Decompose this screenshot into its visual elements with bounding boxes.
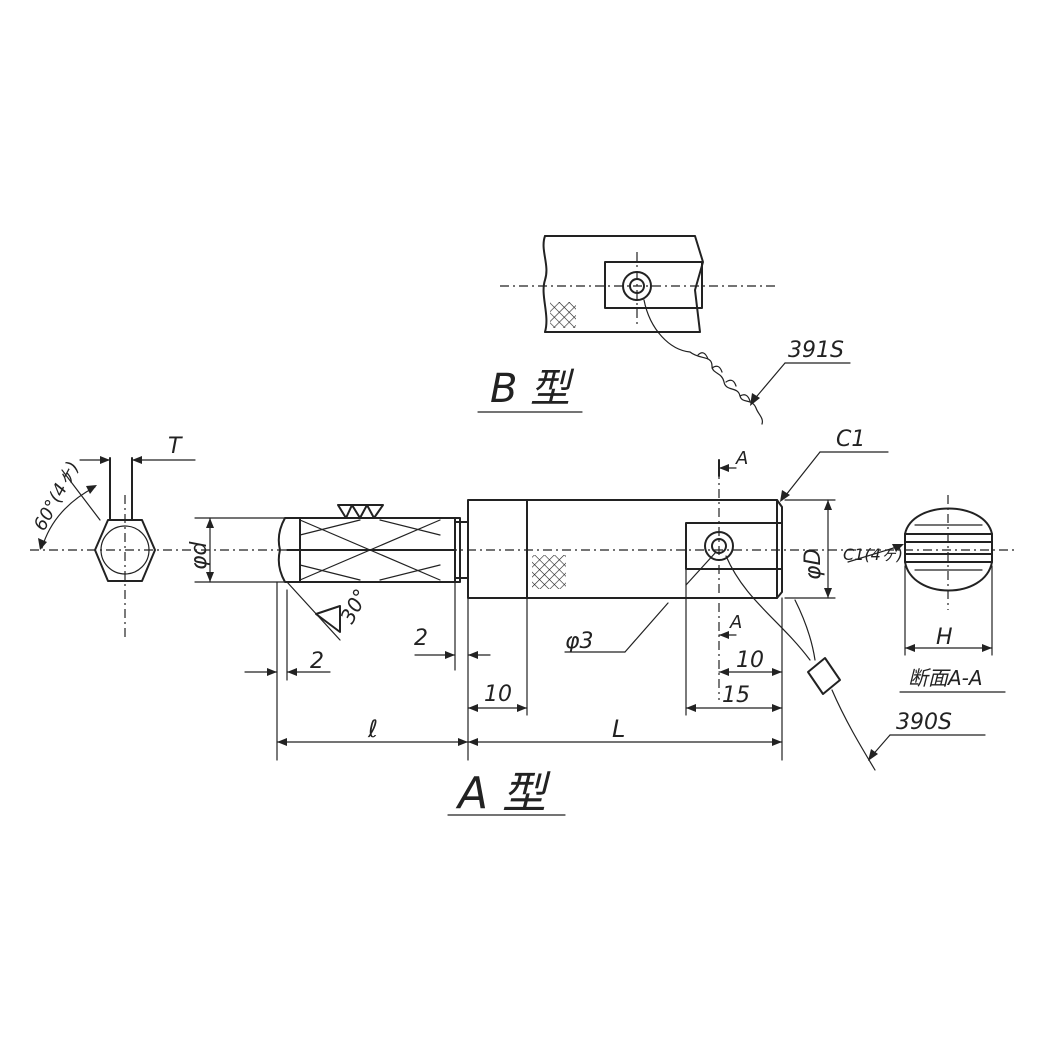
390s-arrow bbox=[868, 749, 878, 761]
end-view-left: T 60°(4ヶ) bbox=[30, 434, 196, 640]
dim10-left-arrow-b bbox=[517, 704, 527, 712]
angle-60-arrow-b bbox=[86, 485, 97, 494]
t-arrow-left bbox=[100, 456, 110, 464]
angle-60-arc bbox=[41, 486, 96, 549]
a-wire-branch bbox=[794, 599, 816, 661]
b-hatch bbox=[550, 302, 576, 328]
knurl-x6 bbox=[379, 519, 441, 536]
label-dim-l-small: ℓ bbox=[367, 715, 378, 743]
dim-l-large-arrow-a bbox=[468, 738, 478, 746]
angle-60-arrow-a bbox=[38, 538, 47, 550]
h-arrow-a bbox=[905, 644, 915, 652]
label-angle-60: 60°(4ヶ) bbox=[30, 458, 84, 534]
knurl-x2 bbox=[299, 519, 441, 581]
section-c1-arrow bbox=[892, 544, 904, 552]
label-dim-15: 15 bbox=[722, 683, 750, 708]
label-section-bottom: A bbox=[729, 612, 742, 633]
dim15-arrow-a bbox=[686, 704, 696, 712]
label-phi-d-small: φd bbox=[187, 540, 212, 570]
knurl-x4 bbox=[379, 564, 441, 581]
phi3-leader bbox=[624, 551, 717, 653]
section-top-half bbox=[904, 507, 993, 535]
section-arrow-top bbox=[719, 464, 729, 472]
label-dim-h: H bbox=[936, 625, 953, 650]
b-break-line bbox=[542, 235, 548, 333]
dim10-right-arrow-a bbox=[719, 668, 729, 676]
phi-d-arrow-bottom bbox=[206, 572, 214, 582]
label-type-b: B 型 bbox=[490, 366, 575, 412]
dim2-mid-arrow-a bbox=[445, 651, 455, 659]
a-wire-lower bbox=[831, 689, 876, 771]
c1-leader bbox=[781, 451, 821, 501]
label-dim-10-left: 10 bbox=[484, 682, 512, 707]
dim2-left-arrow-a bbox=[267, 668, 277, 676]
label-391s: 391S bbox=[788, 338, 844, 363]
dim2-left-arrow-b bbox=[287, 668, 297, 676]
label-dim-10-right: 10 bbox=[736, 648, 764, 673]
knurl-x3 bbox=[299, 519, 361, 536]
b-type-view: 391S B 型 bbox=[477, 235, 851, 425]
knurl-symbol bbox=[337, 504, 384, 519]
a-hatch bbox=[532, 555, 566, 589]
h-arrow-b bbox=[982, 644, 992, 652]
label-390s: 390S bbox=[896, 710, 952, 735]
knurl-x5 bbox=[299, 564, 361, 581]
b-body-outline bbox=[544, 235, 704, 333]
chamfer-triangle bbox=[315, 605, 341, 633]
t-arrow-right bbox=[132, 456, 142, 464]
wire-sleeve bbox=[807, 657, 841, 695]
b-391s-arrow bbox=[750, 393, 760, 406]
label-phi-d-large: φD bbox=[801, 549, 826, 580]
dim10-right-arrow-b bbox=[772, 668, 782, 676]
label-c1-wide: C1(4ヶ) bbox=[843, 545, 903, 564]
label-phi-3: φ3 bbox=[565, 629, 594, 654]
b-slot bbox=[604, 261, 703, 309]
dim2-mid-arrow-b bbox=[468, 651, 478, 659]
dim-l-small-arrow-b bbox=[458, 738, 468, 746]
label-dim-t: T bbox=[168, 434, 183, 459]
b-spring-wire bbox=[643, 299, 763, 425]
b-391s-leader bbox=[751, 362, 786, 403]
label-dim-2-left: 2 bbox=[310, 649, 324, 674]
label-dim-2-mid: 2 bbox=[414, 626, 428, 651]
label-type-a: A 型 bbox=[455, 768, 551, 819]
a-type-view: 30° φd φD C1 A A φ3 bbox=[187, 427, 986, 819]
phi-d-arrow-top bbox=[206, 518, 214, 528]
dim15-arrow-b bbox=[772, 704, 782, 712]
section-arrow-bottom bbox=[719, 631, 729, 639]
dim-l-small-arrow-a bbox=[277, 738, 287, 746]
chamfer-leader bbox=[286, 581, 341, 641]
dim10-left-arrow-a bbox=[468, 704, 478, 712]
label-section-top: A bbox=[735, 448, 748, 469]
dim-l-large-arrow-b bbox=[772, 738, 782, 746]
angle-60-ext bbox=[61, 469, 101, 521]
b-spring-coils bbox=[697, 352, 751, 402]
label-dim-l-large: L bbox=[612, 715, 625, 743]
phi-D-arrow-bottom bbox=[824, 588, 832, 598]
phi-D-arrow-top bbox=[824, 500, 832, 510]
section-aa-view: C1(4ヶ) H 断面A-A bbox=[843, 495, 1006, 693]
label-section-title: 断面A-A bbox=[908, 666, 983, 690]
c1-arrow bbox=[780, 490, 790, 502]
a-wire-upper bbox=[725, 555, 811, 661]
section-c1-leader bbox=[847, 545, 901, 563]
a-slot bbox=[685, 522, 783, 570]
section-bottom-half bbox=[904, 561, 993, 592]
main-body bbox=[467, 499, 783, 599]
label-c1: C1 bbox=[836, 427, 865, 452]
